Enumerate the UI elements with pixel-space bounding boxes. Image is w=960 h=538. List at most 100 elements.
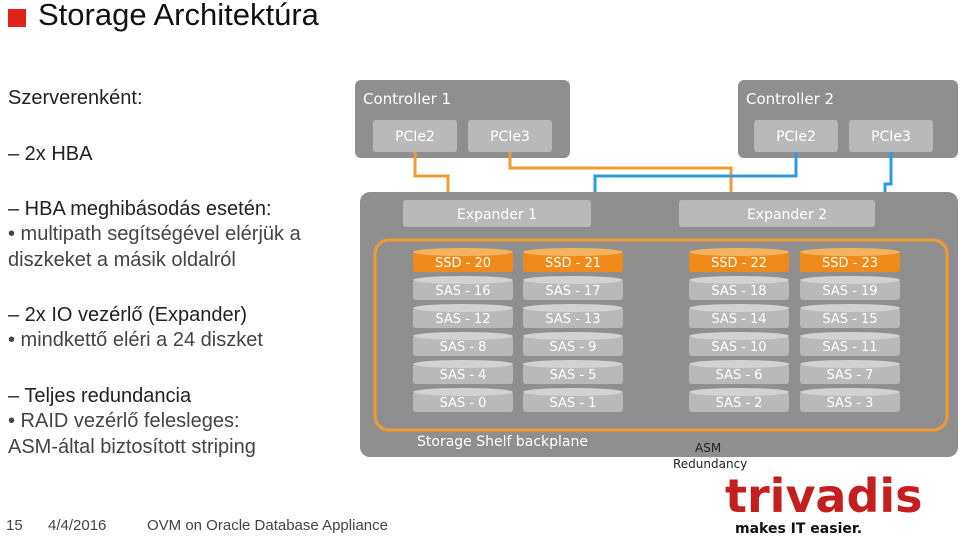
disk-cap: [413, 248, 513, 256]
disk-body: [689, 336, 789, 356]
disk-label: SAS - 7: [827, 368, 874, 383]
item-redundancy: – Teljes redundancia: [8, 385, 192, 407]
footer-date: 4/4/2016: [48, 517, 107, 534]
asm-redundancy-boundary: [373, 238, 949, 432]
disk-body: [523, 336, 623, 356]
disk-label: SAS - 18: [711, 284, 766, 299]
disk-label: SSD - 21: [545, 256, 601, 271]
item-raid: • RAID vezérlő felesleges:: [8, 410, 240, 432]
disk-ssd-20: SSD - 20: [413, 248, 513, 272]
slide-title: Storage Architektúra: [38, 0, 319, 32]
disk-label: SAS - 1: [550, 396, 597, 411]
disk-label: SAS - 16: [435, 284, 490, 299]
disk-label: SSD - 20: [435, 256, 491, 271]
logo-tagline: makes IT easier.: [735, 521, 862, 536]
controller-1-pcie3-label: PCIe3: [490, 129, 530, 145]
disk-body: [800, 252, 900, 272]
disk-cap: [689, 304, 789, 312]
disk-sas-15: SAS - 15: [800, 304, 900, 328]
disk-cap: [689, 388, 789, 396]
disk-label: SSD - 23: [822, 256, 878, 271]
item-hba-failure: – HBA meghibásodás esetén:: [8, 198, 272, 220]
disk-cap: [800, 360, 900, 368]
disk-body: [689, 364, 789, 384]
disk-body: [689, 252, 789, 272]
disk-cap: [800, 248, 900, 256]
disk-body: [413, 280, 513, 300]
disk-sas-4: SAS - 4: [413, 360, 513, 384]
item-expander: – 2x IO vezérlő (Expander): [8, 304, 247, 326]
disk-sas-17: SAS - 17: [523, 276, 623, 300]
disk-sas-7: SAS - 7: [800, 360, 900, 384]
page-number: 15: [6, 517, 23, 534]
disk-label: SAS - 10: [711, 340, 766, 355]
disk-body: [800, 336, 900, 356]
disk-sas-13: SAS - 13: [523, 304, 623, 328]
disk-sas-8: SAS - 8: [413, 332, 513, 356]
item-asm-striping: ASM-által biztosított striping: [8, 436, 256, 458]
disk-label: SAS - 12: [435, 312, 490, 327]
disk-cap: [689, 360, 789, 368]
disk-label: SAS - 11: [822, 340, 877, 355]
disk-body: [523, 280, 623, 300]
disk-body: [523, 308, 623, 328]
disk-cap: [413, 332, 513, 340]
controller-1-label: Controller 1: [363, 90, 451, 108]
disk-label: SAS - 15: [822, 312, 877, 327]
content-heading: Szerverenként:: [8, 87, 143, 109]
disk-label: SAS - 5: [550, 368, 597, 383]
disk-cap: [413, 360, 513, 368]
backplane-label: Storage Shelf backplane: [417, 434, 588, 450]
controller-2-pcie2-label: PCIe2: [776, 129, 816, 145]
disk-body: [523, 252, 623, 272]
controller-2-pcie3-label: PCIe3: [871, 129, 911, 145]
trivadis-logo: trivadis makes IT easier.: [725, 472, 923, 536]
item-both-reach: • mindkettő eléri a 24 diszket: [8, 329, 263, 351]
disk-label: SAS - 13: [545, 312, 600, 327]
expander-1-label: Expander 1: [457, 207, 537, 223]
item-hba: – 2x HBA: [8, 143, 93, 165]
disk-label: SAS - 19: [822, 284, 877, 299]
disk-body: [413, 336, 513, 356]
disk-cap: [689, 248, 789, 256]
disk-label: SAS - 9: [550, 340, 597, 355]
controller-1-pcie3: [468, 120, 552, 152]
disk-cap: [800, 388, 900, 396]
expander-1: [403, 200, 591, 227]
disk-cap: [800, 304, 900, 312]
disk-cap: [523, 248, 623, 256]
disk-body: [689, 280, 789, 300]
disk-cap: [413, 304, 513, 312]
controller-1-pcie2-label: PCIe2: [395, 129, 435, 145]
disk-cap: [800, 332, 900, 340]
disk-body: [689, 308, 789, 328]
controller-2-pcie3: [849, 120, 933, 152]
disk-body: [800, 308, 900, 328]
disk-body: [800, 392, 900, 412]
title-marker: [8, 9, 26, 27]
item-multipath-cont: diszkeket a másik oldalról: [8, 249, 236, 271]
disk-body: [800, 364, 900, 384]
disk-label: SAS - 4: [440, 368, 487, 383]
disk-label: SAS - 14: [711, 312, 766, 327]
controller-1-pcie2: [373, 120, 457, 152]
link-c1-pcie3-exp2: [508, 152, 733, 200]
disk-body: [413, 252, 513, 272]
disk-cap: [413, 388, 513, 396]
disk-sas-10: SAS - 10: [689, 332, 789, 356]
controller-2-label: Controller 2: [746, 90, 834, 108]
disk-sas-16: SAS - 16: [413, 276, 513, 300]
disk-cap: [523, 360, 623, 368]
disk-cap: [689, 332, 789, 340]
disk-grid: SSD - 20 SAS - 16 SAS - 12 SAS - 8 SAS - 4 SA…: [413, 248, 900, 412]
disk-cap: [689, 276, 789, 284]
disk-sas-1: SAS - 1: [523, 388, 623, 412]
disk-body: [413, 364, 513, 384]
disk-body: [523, 364, 623, 384]
disk-label: SSD - 22: [711, 256, 767, 271]
disk-label: SAS - 17: [545, 284, 600, 299]
link-c2-pcie2-exp1: [593, 152, 798, 200]
disk-sas-6: SAS - 6: [689, 360, 789, 384]
disk-label: SAS - 3: [827, 396, 874, 411]
disk-sas-2: SAS - 2: [689, 388, 789, 412]
